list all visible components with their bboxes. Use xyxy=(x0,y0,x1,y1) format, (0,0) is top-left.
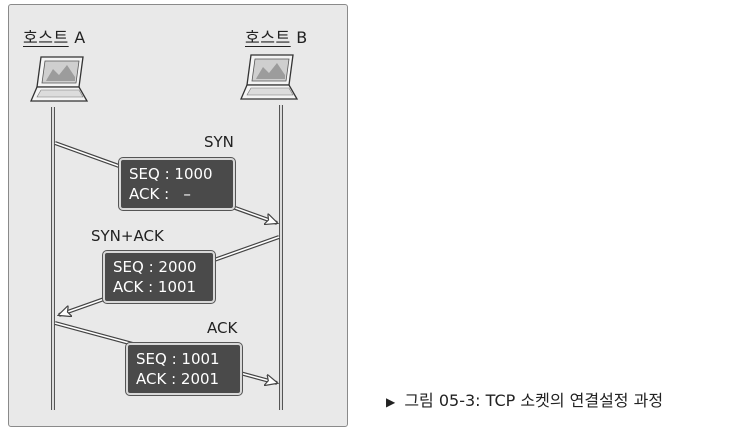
ack-ack-value: ACK : 2001 xyxy=(136,370,220,388)
syn-seq-value: SEQ : 1000 xyxy=(129,165,213,183)
ack-segment-box: SEQ : 1001 ACK : 2001 xyxy=(125,342,243,396)
host-a-name: 호스트 xyxy=(23,28,69,47)
figure-frame: 호스트 A 호스트 B SYN SEQ : 1000 ACK : – SYN+A… xyxy=(8,4,348,427)
host-b-id: B xyxy=(296,28,308,47)
host-b-name: 호스트 xyxy=(245,28,291,47)
syn-ack-value: ACK : – xyxy=(129,185,191,203)
ack-label: ACK xyxy=(207,319,238,337)
syn-label: SYN xyxy=(204,133,234,151)
triangle-marker-icon: ▶ xyxy=(386,395,396,409)
host-a-id: A xyxy=(74,28,86,47)
laptop-icon xyxy=(240,54,299,100)
host-a-label: 호스트 A xyxy=(23,24,86,48)
laptop-icon xyxy=(30,56,89,102)
syn-segment-box: SEQ : 1000 ACK : – xyxy=(118,157,236,211)
host-b-label: 호스트 B xyxy=(245,24,308,48)
figure-caption: ▶ 그림 05-3: TCP 소켓의 연결설정 과정 xyxy=(386,387,663,411)
syn-ack-ack-value: ACK : 1001 xyxy=(113,278,197,296)
caption-text: 그림 05-3: TCP 소켓의 연결설정 과정 xyxy=(404,391,664,410)
ack-seq-value: SEQ : 1001 xyxy=(136,350,220,368)
syn-ack-label: SYN+ACK xyxy=(91,227,164,245)
syn-ack-segment-box: SEQ : 2000 ACK : 1001 xyxy=(102,250,216,304)
syn-ack-seq-value: SEQ : 2000 xyxy=(113,258,197,276)
